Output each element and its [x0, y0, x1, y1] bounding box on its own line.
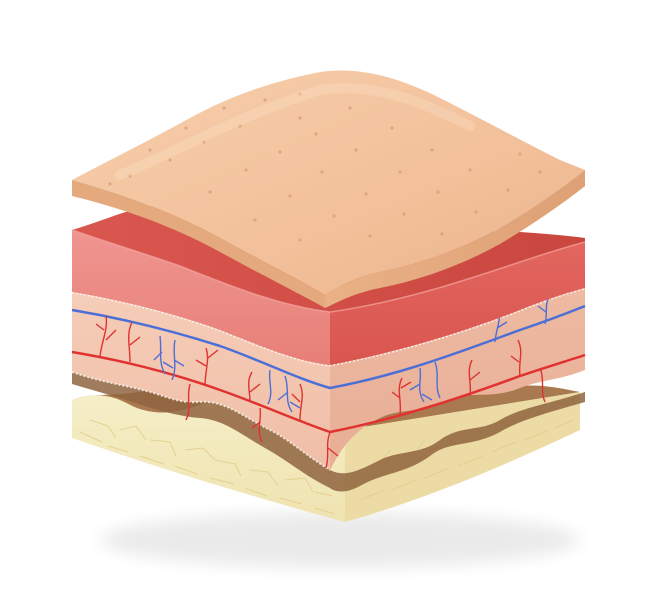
skin-pores [108, 92, 542, 242]
epidermis-side-edge [325, 170, 585, 308]
fat-side-face [345, 392, 580, 522]
layer-dermis [71, 286, 586, 492]
vein-main-line [71, 304, 586, 390]
papillary-side-face [330, 242, 585, 365]
epidermis-top-face [72, 70, 585, 295]
dermis-bottom-wave [72, 372, 585, 492]
dermis-front-face [72, 292, 330, 470]
papillary-top-highlight [71, 229, 586, 313]
vein-branches [153, 295, 551, 413]
artery-branches [95, 315, 546, 469]
epidermis-front-edge [72, 180, 325, 308]
dermis-side-face [330, 288, 585, 470]
papillary-front-face [72, 230, 330, 365]
dermis-lower-membrane [71, 371, 331, 471]
layer-epidermis [72, 70, 585, 308]
ground-shadow [100, 512, 580, 568]
epidermis-highlight [115, 83, 475, 180]
